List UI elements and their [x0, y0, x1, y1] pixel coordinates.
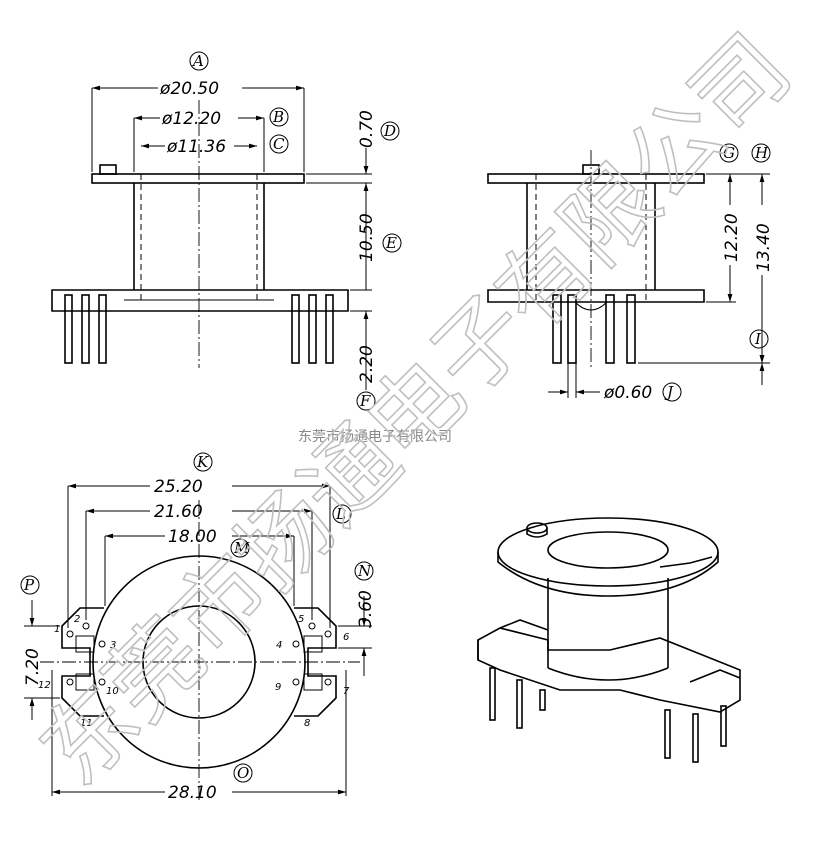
pin-10: 10	[106, 686, 119, 697]
pin-holes	[66, 622, 332, 686]
pin-11: 11	[80, 718, 93, 729]
dim-B-value: ø12.20	[161, 109, 221, 129]
bottom-view: 1 2 3 4 5 6 7 8 9 10 11 12 25.20 K 21.60…	[20, 452, 376, 803]
front-pins-left	[64, 294, 107, 364]
label-D-circle	[380, 121, 400, 141]
pin-9: 9	[275, 682, 281, 693]
dim-A-value: ø20.50	[159, 79, 219, 99]
pin-12: 12	[38, 680, 51, 691]
label-B: B	[272, 108, 284, 126]
label-E: E	[385, 234, 397, 252]
dim-H-value: 13.40	[754, 223, 774, 272]
dim-L-value: 21.60	[154, 502, 203, 522]
label-O: O	[237, 764, 249, 782]
label-D: D	[383, 122, 396, 140]
label-H: H	[754, 144, 769, 162]
label-L-circle	[332, 504, 352, 524]
label-G-circle	[719, 143, 739, 163]
front-view: ø20.50 A ø12.20 B ø11.36 C 0.70 D 10.50 …	[51, 51, 402, 411]
label-A: A	[191, 52, 204, 70]
dim-N-value: 3.60	[356, 590, 376, 628]
dim-O-value: 28.10	[168, 783, 217, 803]
label-J: J	[664, 383, 674, 401]
watermark-small: 东莞市扬通电子有限公司	[298, 428, 452, 445]
side-view: 12.20 13.40 G H I ø0.60 J	[487, 143, 774, 403]
label-N: N	[357, 562, 372, 580]
front-pins-right	[291, 294, 334, 364]
label-G: G	[723, 144, 735, 162]
dim-C-value: ø11.36	[166, 137, 226, 157]
dim-F-value: 2.20	[357, 345, 377, 383]
label-P: P	[23, 576, 35, 594]
label-C-circle	[269, 134, 289, 154]
dim-D-value: 0.70	[357, 110, 377, 148]
pin-5: 5	[298, 614, 304, 625]
watermark-large: 东莞市扬通电子有限公司	[20, 14, 811, 805]
label-K: K	[196, 453, 209, 471]
pin-2: 2	[74, 614, 80, 625]
label-L: L	[335, 505, 346, 523]
pin-8: 8	[304, 718, 310, 729]
pin-1: 1	[54, 624, 60, 635]
label-F-circle	[356, 391, 376, 411]
label-J-circle	[662, 382, 682, 402]
dim-J-value: ø0.60	[603, 383, 652, 403]
label-M: M	[233, 539, 250, 557]
dim-G-value: 12.20	[722, 213, 742, 262]
label-E-circle	[382, 233, 402, 253]
label-O-circle	[233, 763, 253, 783]
label-A-circle	[189, 51, 209, 71]
pin-4: 4	[276, 640, 282, 651]
label-H-circle	[751, 143, 771, 163]
dim-K-value: 25.20	[154, 477, 203, 497]
label-N-circle	[354, 561, 374, 581]
isometric-view	[477, 517, 741, 763]
pin-6: 6	[343, 632, 349, 643]
label-M-circle	[230, 538, 250, 558]
dim-P-value: 7.20	[23, 648, 43, 686]
dim-E-value: 10.50	[357, 213, 377, 262]
label-K-circle	[193, 452, 213, 472]
iso-pins	[489, 667, 727, 763]
pin-3: 3	[110, 640, 116, 651]
side-pins	[552, 294, 636, 364]
label-B-circle	[269, 107, 289, 127]
dim-M-value: 18.00	[168, 527, 217, 547]
label-I: I	[754, 330, 762, 348]
label-I-circle	[749, 329, 769, 349]
label-P-circle	[20, 575, 40, 595]
label-F: F	[359, 392, 371, 410]
label-C: C	[273, 135, 285, 153]
